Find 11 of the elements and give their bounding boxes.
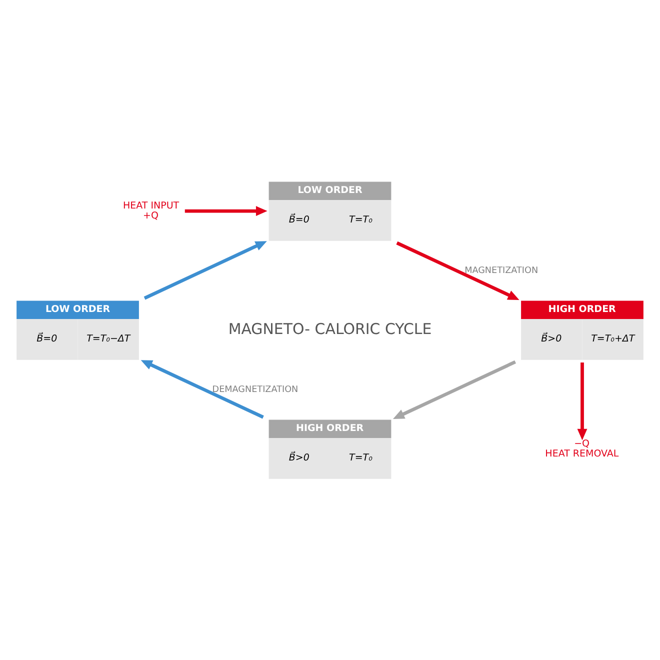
node-text: −Q HEAT REMOVAL (545, 438, 619, 460)
arrow (144, 241, 267, 300)
arrow (184, 206, 268, 216)
edge-label: MAGNETIZATION (464, 266, 538, 276)
arrow (140, 360, 264, 419)
edge-label: DEMAGNETIZATION (212, 384, 298, 395)
arrow (392, 360, 516, 419)
arrow (396, 241, 520, 300)
node-text: HEAT INPUT +Q (122, 200, 180, 222)
arrow (577, 362, 588, 440)
label: MAGNETO- CALORIC CYCLE (228, 320, 432, 338)
